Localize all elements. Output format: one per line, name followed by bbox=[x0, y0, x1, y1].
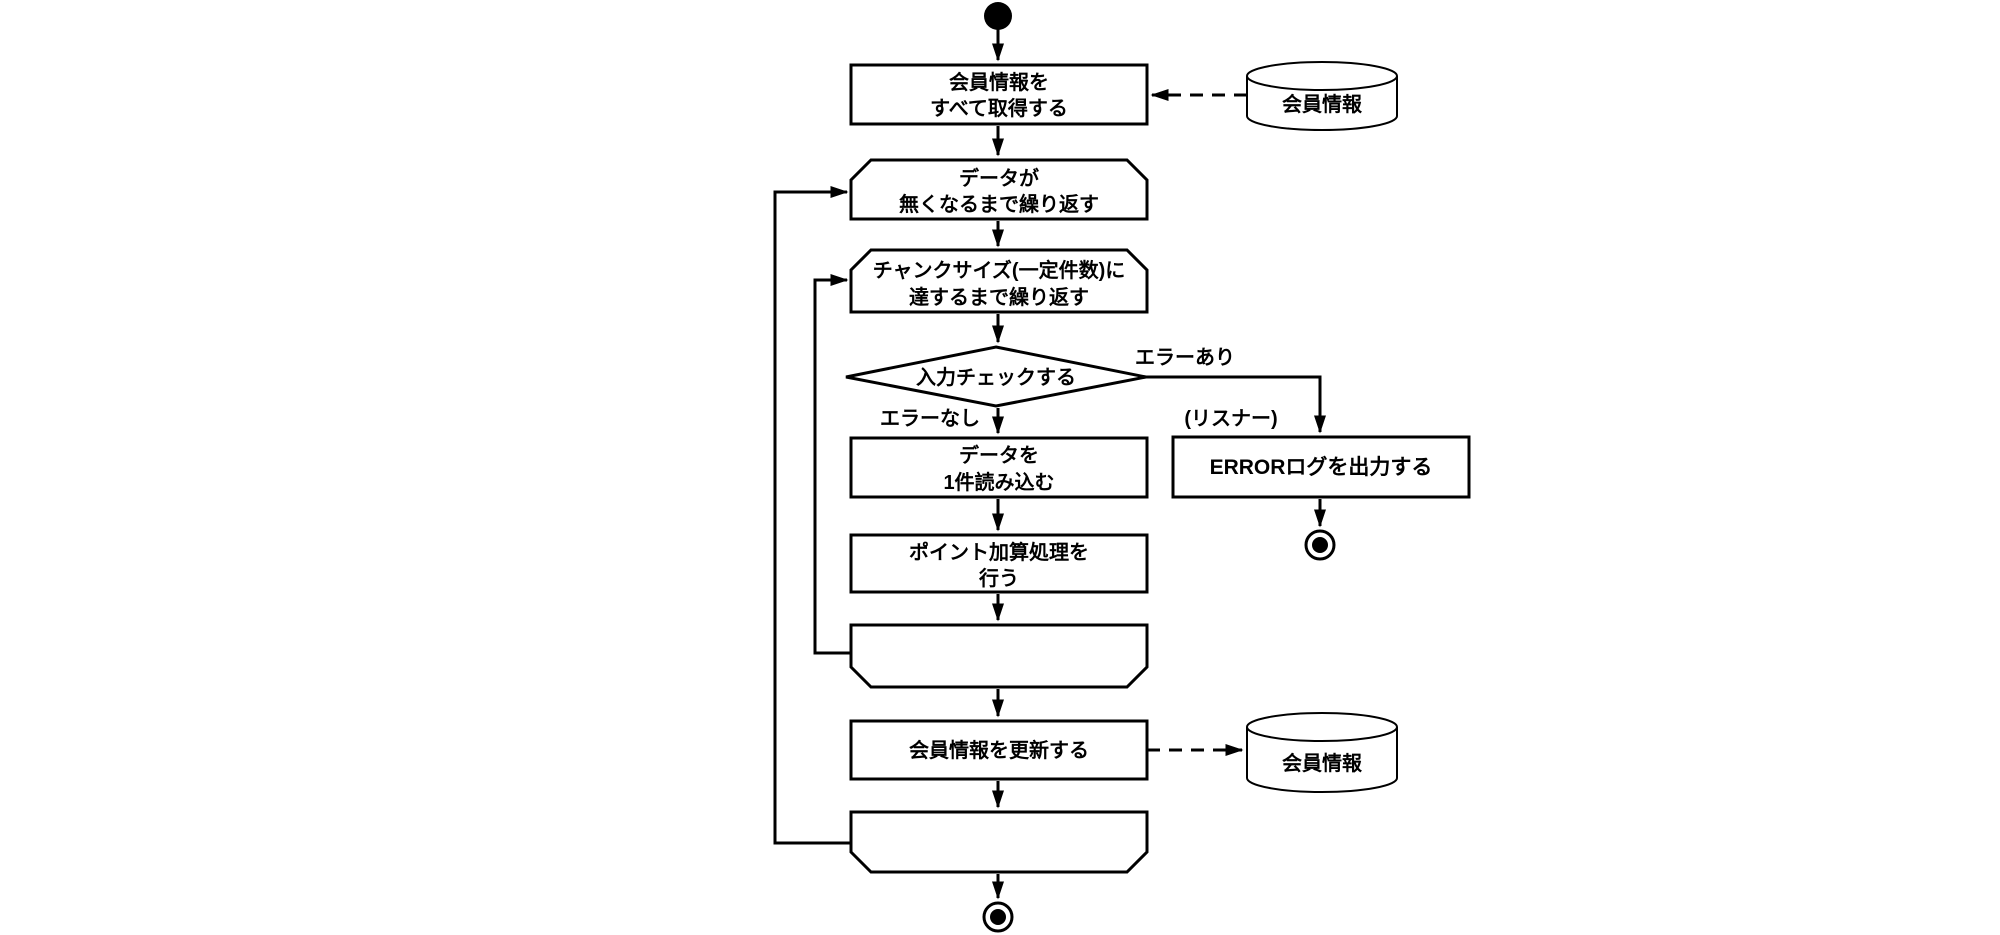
final-node-listener bbox=[1304, 529, 1336, 561]
edge-decision-to-error-log bbox=[1146, 375, 1326, 434]
datastore-top-label: 会員情報 bbox=[1282, 92, 1363, 116]
datastore-bottom-label: 会員情報 bbox=[1282, 751, 1363, 775]
activity-fetch-members: 会員情報を すべて取得する bbox=[849, 63, 1149, 126]
activity-error-log: ERRORログを出力する bbox=[1171, 435, 1471, 499]
loop-start-chunk: チャンクサイズ(一定件数)に 達するまで繰り返す bbox=[849, 248, 1149, 314]
activity-add-points: ポイント加算処理を 行う bbox=[849, 533, 1149, 594]
activity-add-points-line2: 行う bbox=[978, 566, 1019, 590]
edge-feedback-data-loop bbox=[773, 186, 851, 845]
activity-update-members: 会員情報を更新する bbox=[849, 719, 1149, 781]
cylinder-top bbox=[1246, 712, 1398, 742]
activity-fetch-members-line1: 会員情報を bbox=[949, 70, 1049, 94]
cylinder-body bbox=[1246, 727, 1398, 793]
final-node-inner bbox=[990, 909, 1006, 925]
edge-label-no-error: エラーなし bbox=[880, 407, 980, 430]
loop-end-data bbox=[849, 810, 1149, 874]
activity-read-one-line2: 1件読み込む bbox=[943, 470, 1054, 494]
edge-label-listener: (リスナー) bbox=[1184, 408, 1277, 430]
final-node-main bbox=[982, 901, 1014, 933]
loop-start-data: データが 無くなるまで繰り返す bbox=[849, 158, 1149, 221]
start-node bbox=[984, 2, 1012, 30]
activity-read-one-record: データを 1件読み込む bbox=[849, 436, 1149, 499]
loop-start-data-line1: データが bbox=[959, 166, 1039, 190]
cylinder-body bbox=[1246, 76, 1398, 131]
edge-feedback-chunk-loop bbox=[813, 274, 851, 655]
datastore-member-info-top: 会員情報 bbox=[1246, 61, 1398, 131]
decision-input-check-label: 入力チェックする bbox=[916, 366, 1076, 389]
cylinder-top bbox=[1246, 61, 1398, 91]
loop-start-chunk-line2: 達するまで繰り返す bbox=[909, 285, 1089, 309]
activity-add-points-line1: ポイント加算処理を bbox=[909, 540, 1089, 564]
loop-end-chunk bbox=[849, 623, 1149, 689]
loop-start-data-line2: 無くなるまで繰り返す bbox=[899, 192, 1099, 216]
loop-start-chunk-line1: チャンクサイズ(一定件数)に bbox=[873, 258, 1126, 282]
decision-input-check: 入力チェックする bbox=[845, 345, 1147, 408]
activity-read-one-line1: データを bbox=[959, 443, 1039, 467]
final-node-inner bbox=[1312, 537, 1328, 553]
activity-error-log-label: ERRORログを出力する bbox=[1210, 455, 1433, 479]
activity-update-members-label: 会員情報を更新する bbox=[909, 738, 1089, 762]
initial-node-icon bbox=[984, 2, 1012, 30]
activity-fetch-members-line2: すべて取得する bbox=[930, 96, 1068, 120]
datastore-member-info-bottom: 会員情報 bbox=[1246, 712, 1398, 793]
edge-label-error-present: エラーあり bbox=[1135, 346, 1235, 369]
